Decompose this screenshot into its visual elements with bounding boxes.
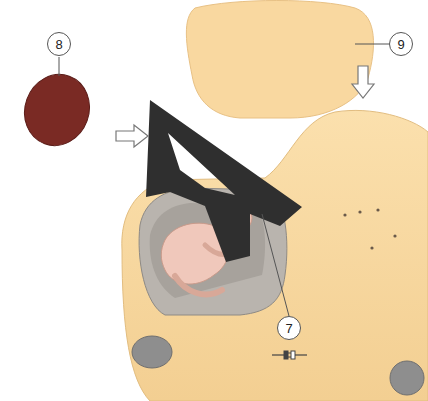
direction-arrow	[116, 125, 148, 147]
callout-number: 7	[277, 316, 301, 340]
leader-line	[59, 57, 60, 76]
leg-stump	[390, 361, 424, 395]
callout-number: 9	[389, 32, 413, 56]
connector-symbol	[272, 351, 307, 359]
skin-cover	[186, 1, 373, 119]
pad	[15, 65, 100, 155]
frame	[146, 100, 302, 262]
direction-arrow	[352, 66, 374, 98]
callout-number: 8	[47, 32, 71, 56]
leg-stump	[132, 336, 172, 368]
leader-line	[355, 44, 389, 45]
holes	[343, 208, 396, 249]
leader-line	[262, 214, 289, 316]
